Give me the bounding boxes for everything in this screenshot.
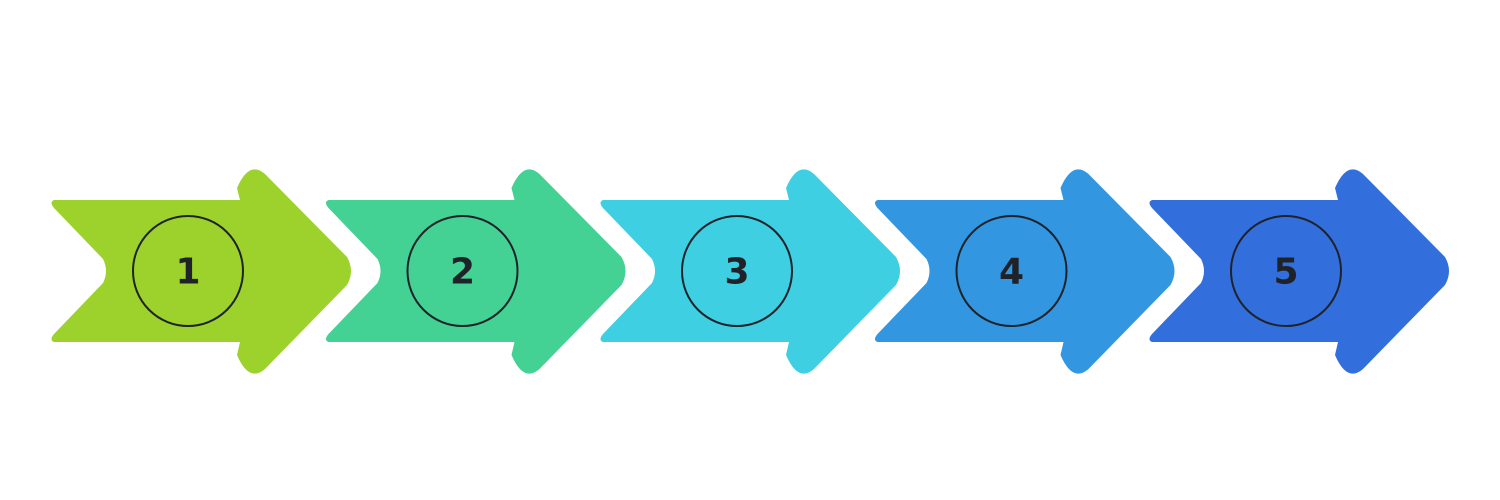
step-number: 5 <box>1273 252 1298 293</box>
step-arrow <box>875 169 1175 374</box>
steps-layer: 1 2 3 4 5 <box>51 169 1449 374</box>
step-arrow <box>326 169 626 374</box>
step-number: 4 <box>999 252 1024 293</box>
step-arrow <box>51 169 351 374</box>
step-1: 1 <box>51 169 351 374</box>
step-arrow <box>600 169 900 374</box>
step-5: 5 <box>1149 169 1449 374</box>
step-4: 4 <box>875 169 1175 374</box>
step-number: 2 <box>450 252 475 293</box>
step-arrow <box>1149 169 1449 374</box>
step-number-circle <box>955 215 1068 327</box>
step-number: 3 <box>724 252 749 293</box>
step-number-circle <box>132 215 244 327</box>
step-number-circle <box>406 215 519 327</box>
step-2: 2 <box>326 169 626 374</box>
step-3: 3 <box>600 169 900 374</box>
step-number-circle <box>1230 215 1342 327</box>
step-number: 1 <box>175 252 200 293</box>
step-number-circle <box>681 215 793 327</box>
